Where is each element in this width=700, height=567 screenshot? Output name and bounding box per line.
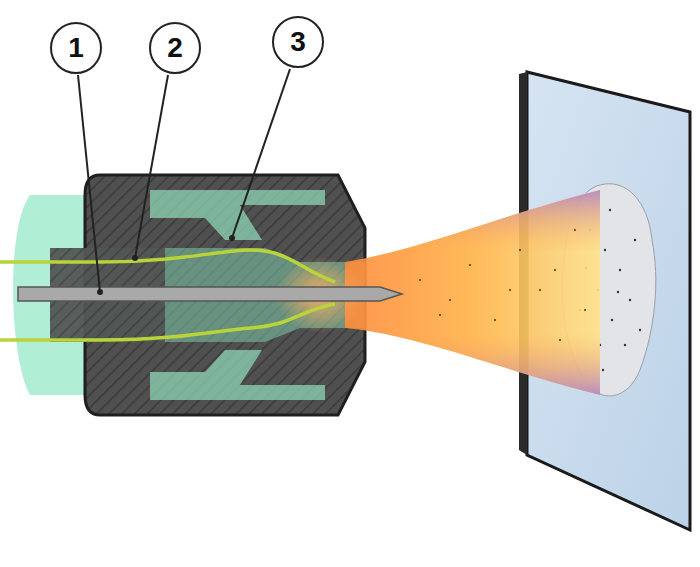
- callout-circle: 1: [50, 22, 102, 74]
- callout-number: 1: [68, 34, 84, 62]
- callout-number: 2: [167, 34, 183, 62]
- callout-number: 3: [290, 28, 306, 56]
- callout-circle: 2: [149, 22, 201, 74]
- callout-circle: 3: [272, 16, 324, 68]
